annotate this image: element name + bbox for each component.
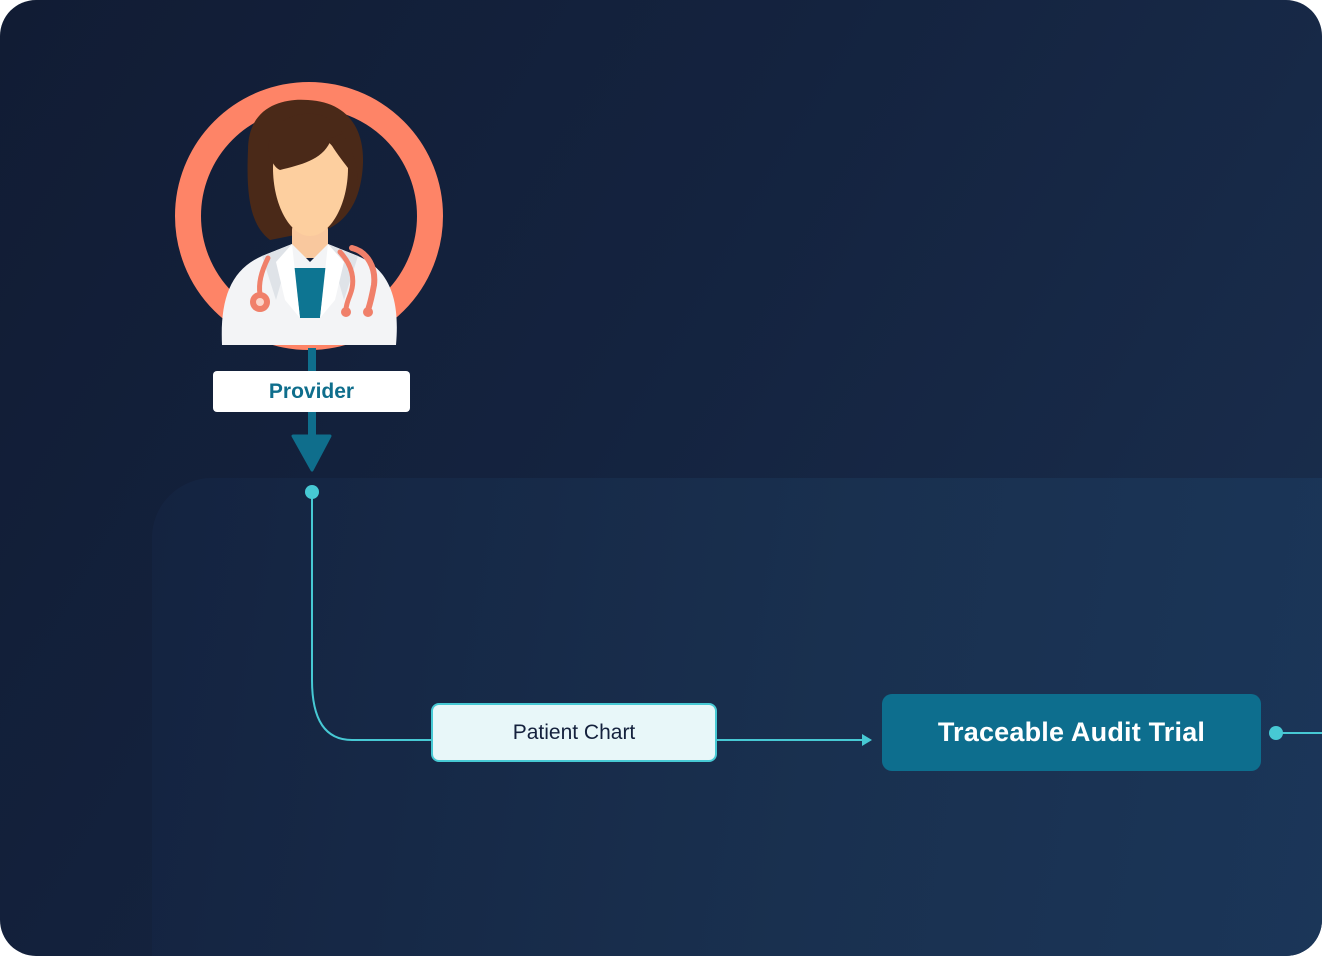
- audit-trial-node: Traceable Audit Trial: [882, 694, 1261, 771]
- doctor-avatar-icon: [175, 82, 443, 350]
- provider-label: Provider: [213, 371, 410, 412]
- patient-chart-node: Patient Chart: [431, 703, 717, 762]
- connector-line-to-chart: [311, 492, 432, 741]
- connector-arrowhead: [862, 734, 872, 746]
